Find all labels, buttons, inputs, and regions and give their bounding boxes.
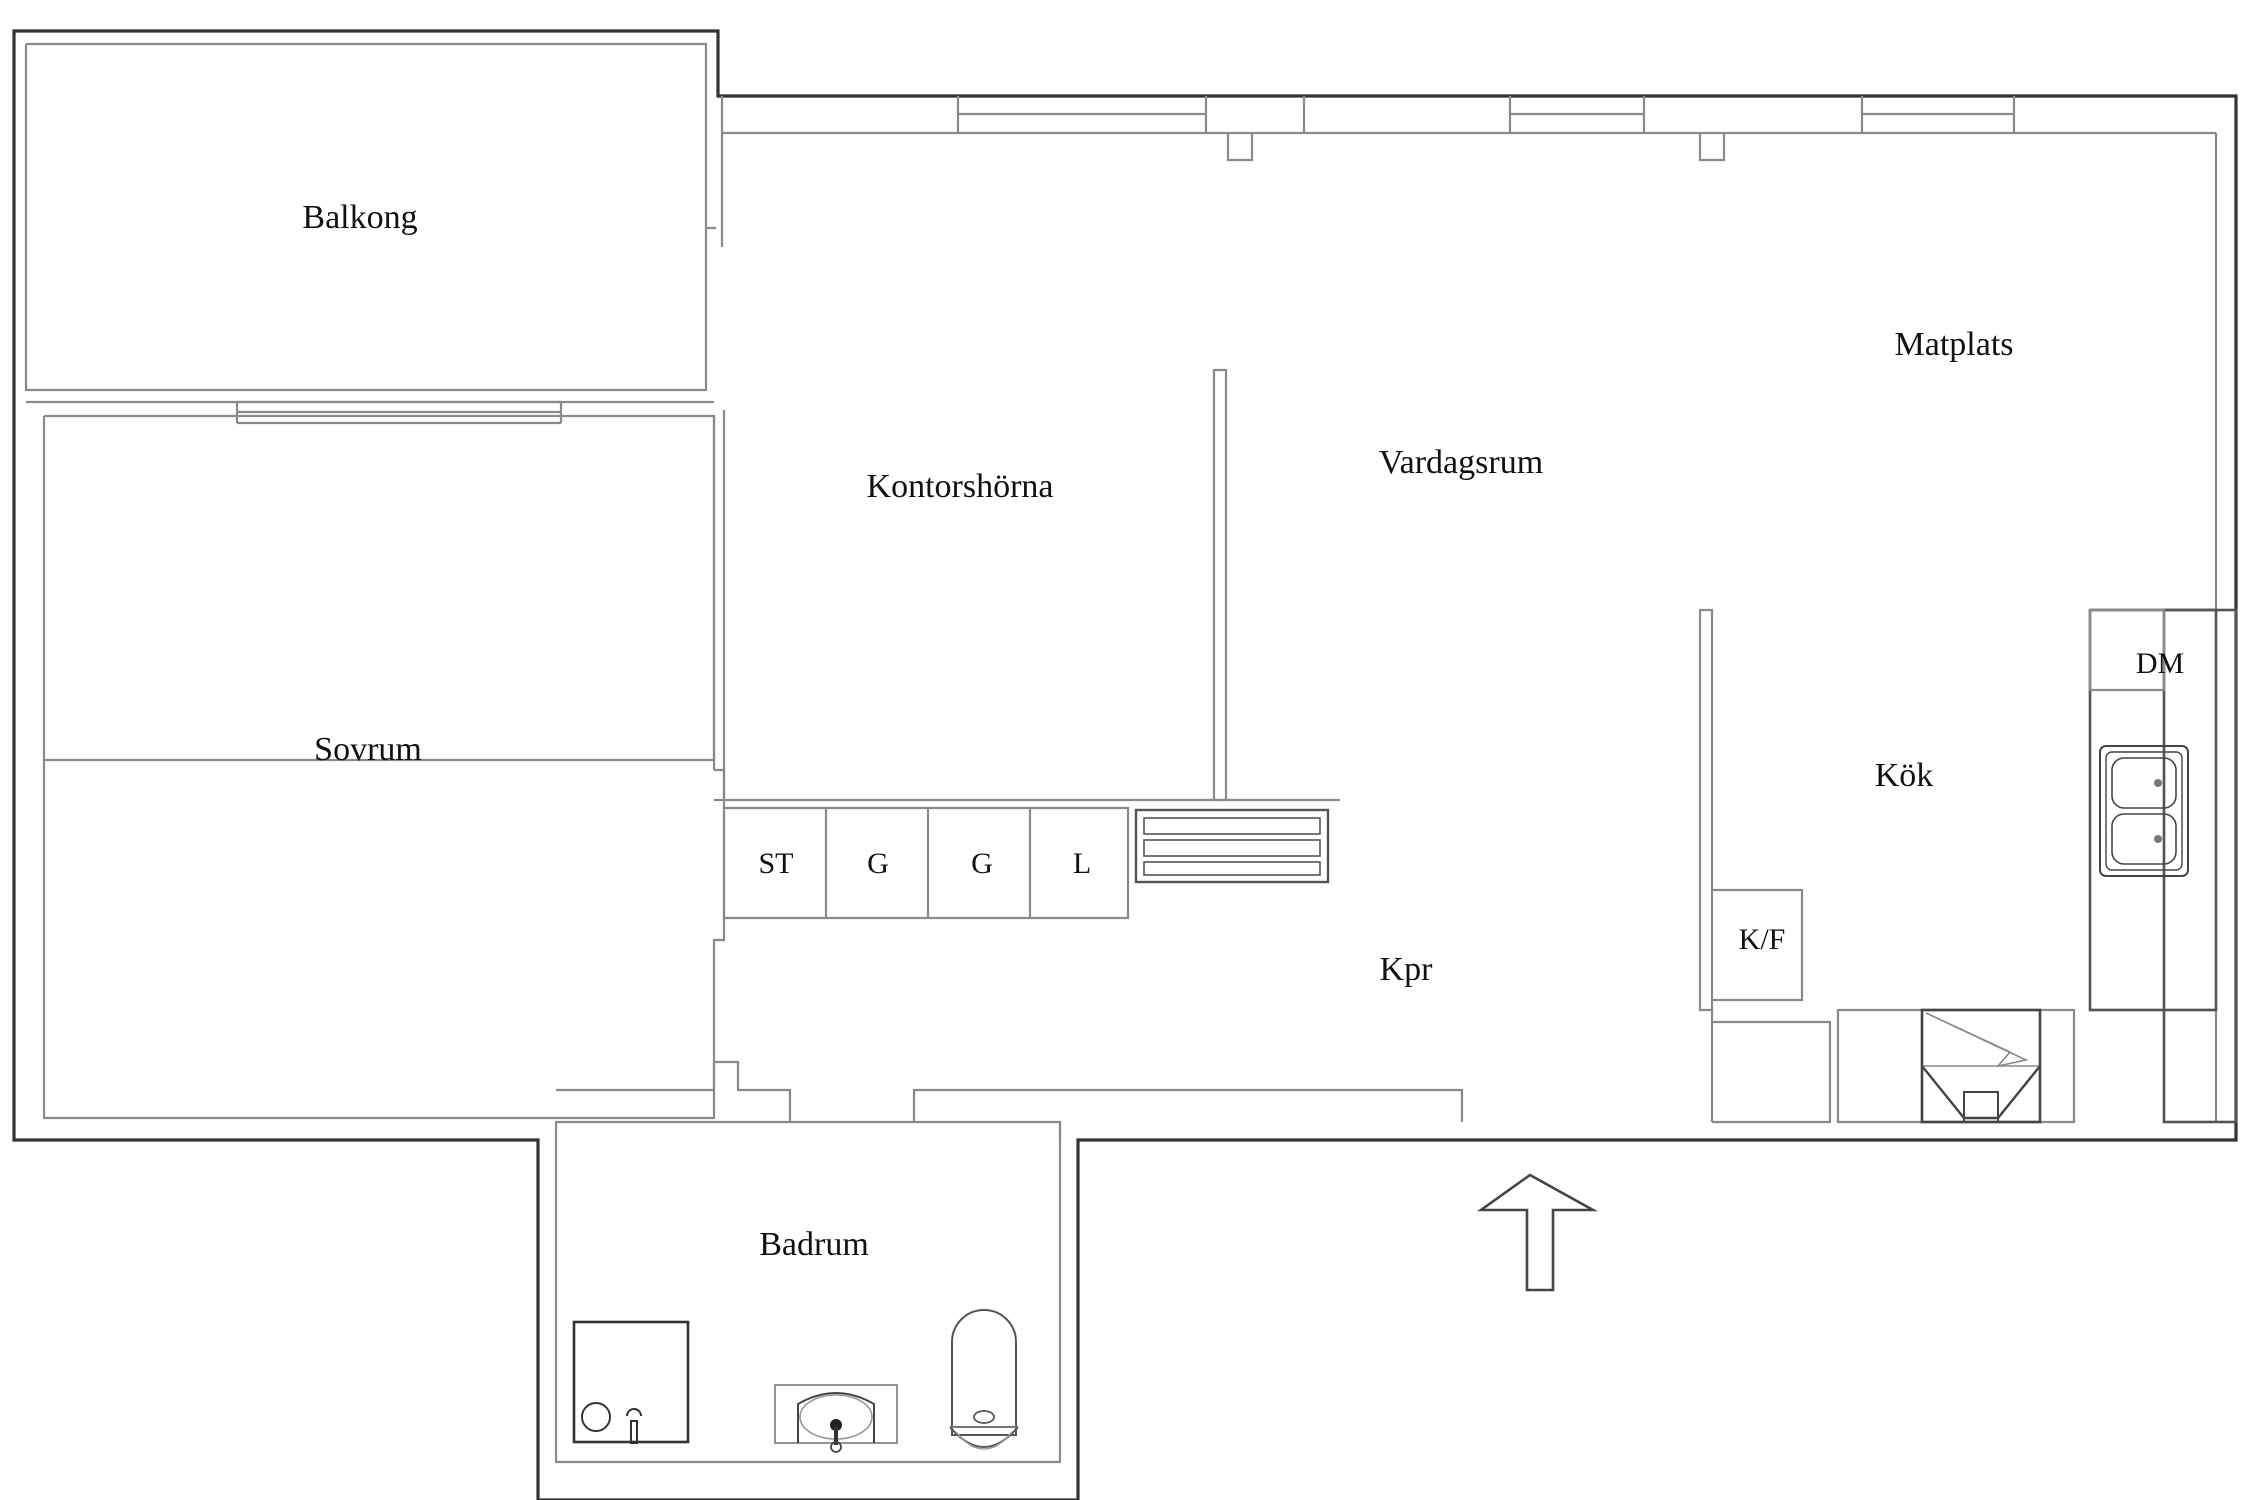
entrance-direction-arrow-icon [1476, 1173, 1599, 1292]
inner-wall-lines [24, 42, 2218, 1464]
kitchen-sink-icon [2099, 745, 2189, 877]
toilet-icon [949, 1309, 1019, 1450]
radiator-icon [1134, 808, 1330, 884]
dishwasher-icon [2089, 609, 2165, 691]
shower-icon [572, 1320, 690, 1444]
outer-walls [12, 29, 2238, 1500]
fridge-freezer-icon [1711, 889, 1803, 1001]
stove-with-hood-icon [1920, 1008, 2042, 1124]
wash-basin-icon [774, 1384, 898, 1453]
